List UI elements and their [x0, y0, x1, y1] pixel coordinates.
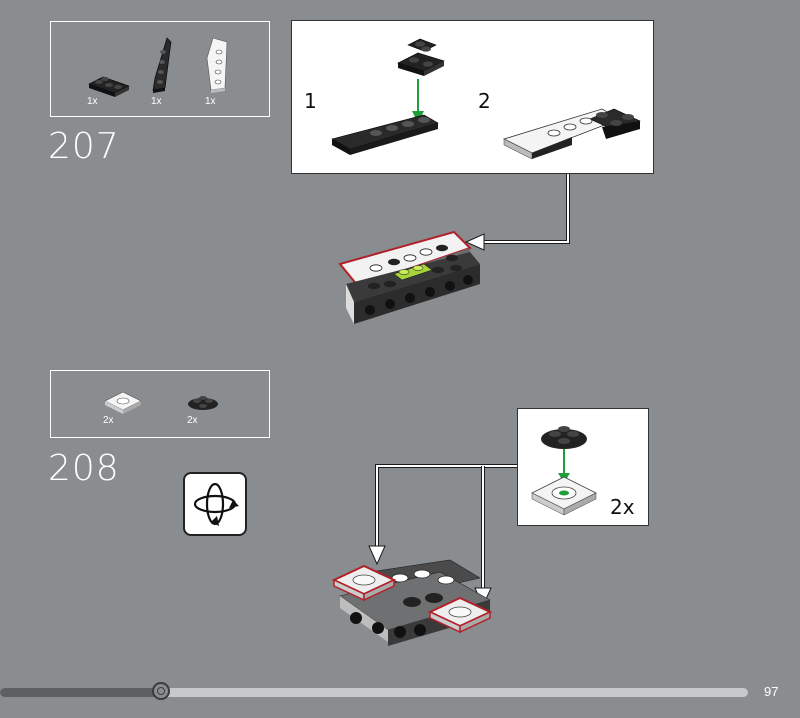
black-turntable-top-icon: [188, 396, 218, 410]
substep-number: 1: [304, 89, 317, 113]
rotate-model-icon: [193, 482, 239, 526]
parts-list-208: 2x 2x: [50, 370, 270, 438]
page-progress-track: [0, 688, 748, 697]
qty-label: 2x: [103, 415, 114, 426]
white-turntable-base-icon: [104, 391, 142, 414]
white-wedge-plate-icon: [502, 108, 641, 160]
subassembly-callout-208: 2x: [517, 408, 649, 526]
model-assembly-207: [338, 230, 480, 324]
black-l-plate-icon: [397, 38, 445, 76]
callout-qty: 2x: [610, 495, 635, 519]
black-wedge-plate-icon: [331, 114, 439, 155]
substep-number: 2: [478, 89, 491, 113]
step-number-207: 207: [48, 126, 120, 167]
qty-label: 1x: [151, 96, 162, 107]
model-assembly-208: [331, 559, 493, 646]
black-turntable-top-icon: [541, 426, 587, 449]
qty-label: 2x: [187, 415, 198, 426]
white-wedge-plate-icon: [206, 37, 228, 93]
subassembly-callout-207: 1 2: [291, 20, 654, 174]
white-turntable-base-icon: [531, 476, 597, 516]
parts-list-207: 1x 1x 1x: [50, 21, 270, 117]
qty-label: 1x: [87, 96, 98, 107]
black-wedge-plate-icon: [152, 37, 172, 93]
rotate-model-button: [183, 472, 247, 536]
page-number: 97: [764, 684, 779, 699]
page-progress-fill: [0, 688, 161, 697]
qty-label: 1x: [205, 96, 216, 107]
page-progress-knob[interactable]: [152, 682, 170, 700]
step-number-208: 208: [48, 448, 120, 489]
black-l-plate-icon: [88, 76, 130, 97]
